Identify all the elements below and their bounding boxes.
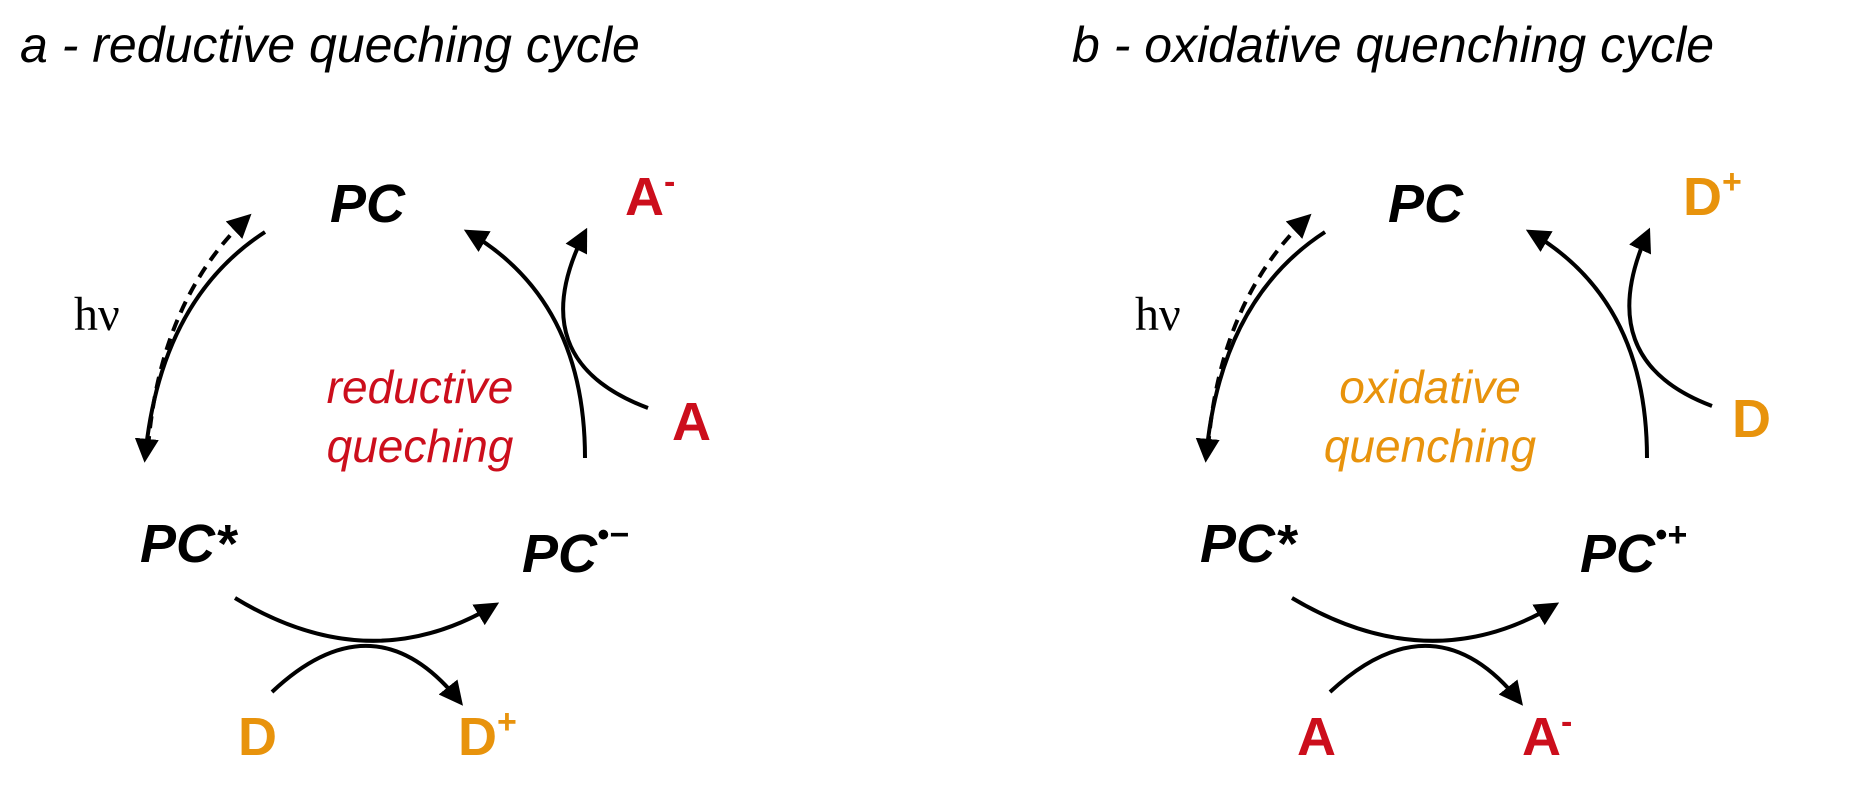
panel-b-acceptor-out-base: A [1522,707,1561,767]
panel-a-acceptor-out-base: A [625,167,664,227]
panel-b-acceptor-in: A [1297,707,1336,767]
panel-a-relaxation-dashed-arrow [146,213,252,449]
panel-b-donor-in: D [1732,389,1771,449]
panel-a-hv-label: hν [74,288,120,341]
panel-a-quenching-arrow [233,596,500,643]
panel-b-acceptor-reduction-arrow [1328,644,1523,706]
panel-a-pc-reduced-label: PC [522,524,598,584]
panel-a-donor-out-base: D [458,707,497,767]
panel-b-acceptor-out-charge: - [1561,703,1572,741]
panel-b-pc-oxidized: PC•+ [1580,516,1687,584]
panel-b-quenching-arrow [1290,596,1560,643]
panel-b-donor-out-charge: + [1722,163,1742,201]
panel-b-pc-oxidized-label: PC [1580,524,1656,584]
panel-b-relaxation-dashed-arrow [1206,213,1312,449]
panel-b-donor-out: D+ [1683,163,1742,227]
panel-a-acceptor-in: A [672,392,711,452]
panel-b-title: b - oxidative quenching cycle [1072,17,1714,73]
panel-a-pc-ground: PC [330,174,406,234]
panel-a-acceptor-out: A- [625,163,675,227]
panel-a-donor-out: D+ [458,703,517,767]
panel-a-donor-oxidation-arrow [270,644,463,706]
panel-b-excitation-arrow [1195,230,1327,463]
panel-a-donor-out-charge: + [497,703,517,741]
panel-b-radical-cation-charge: •+ [1655,516,1687,554]
panel-b-center-label-line1: oxidative [1339,361,1521,413]
panel-b-hv-label: hν [1135,288,1181,341]
panel-b-pc-excited: PC* [1200,514,1299,574]
panel-b-center-label-line2: quenching [1324,420,1537,472]
panel-b-oxidative-quenching: b - oxidative quenching cycle PC PC* PC•… [1072,17,1771,767]
panel-a-center-label-line1: reductive [327,361,514,413]
panel-a-pc-excited: PC* [140,514,239,574]
panel-a-acceptor-out-charge: - [664,163,675,201]
panel-a-acceptor-reduction-arrow [561,227,649,410]
panel-a-center-label-line2: queching [327,420,514,472]
panel-a-title: a - reductive queching cycle [20,17,640,73]
panel-a-excitation-arrow [134,230,267,463]
panel-b-pc-ground: PC [1388,174,1464,234]
panel-a-donor-in: D [238,707,277,767]
panel-b-donor-out-base: D [1683,167,1722,227]
panel-a-reductive-quenching: a - reductive queching cycle PC PC* PC•−… [20,17,711,767]
panel-a-regeneration-arrow [463,229,587,459]
panel-a-radical-anion-charge: •− [597,516,629,554]
panel-b-donor-oxidation-arrow [1627,227,1713,408]
panel-b-acceptor-out: A- [1522,703,1572,767]
panel-b-regeneration-arrow [1525,229,1649,459]
panel-a-pc-reduced: PC•− [522,516,629,584]
